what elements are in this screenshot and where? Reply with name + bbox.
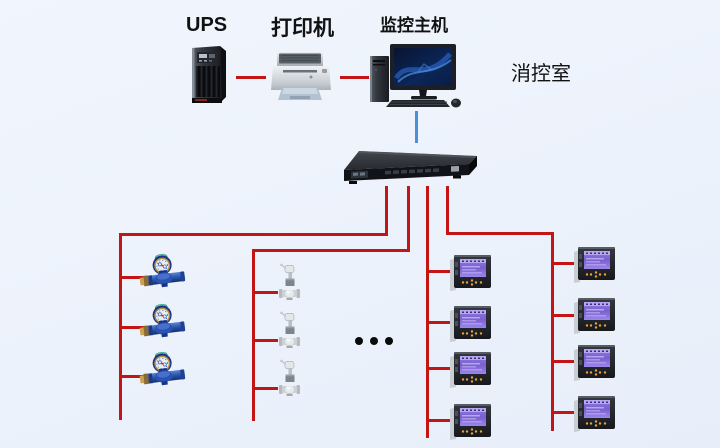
cable-branch1-stub2 xyxy=(119,326,147,329)
cable-branch3-bus xyxy=(426,186,429,438)
printer-device xyxy=(267,51,335,103)
panel-meter-a2 xyxy=(449,305,493,343)
valve-icon xyxy=(277,359,303,399)
cable-branch4-horizontal xyxy=(446,232,554,235)
panel-meter-b1 xyxy=(573,246,617,284)
panel-meter-icon xyxy=(449,305,493,343)
cable-branch2-stub3 xyxy=(252,387,278,390)
control-room-label: 消控室 xyxy=(511,63,571,85)
valve-icon xyxy=(277,311,303,351)
panel-meter-icon xyxy=(573,344,617,382)
cable-branch1-drop xyxy=(385,186,388,236)
ups-label: UPS xyxy=(186,14,228,36)
cable-branch3-stub3 xyxy=(426,367,452,370)
panel-meter-icon xyxy=(573,297,617,335)
ellipsis-dot xyxy=(370,337,378,345)
panel-meter-icon xyxy=(573,246,617,284)
cable-host-switch xyxy=(415,111,418,143)
computer-icon xyxy=(368,44,462,108)
cable-branch1-stub3 xyxy=(119,375,147,378)
cable-branch4-stub3 xyxy=(551,360,576,363)
cable-ups-printer xyxy=(236,76,266,79)
water-meter-2 xyxy=(137,300,189,344)
cable-branch3-stub4 xyxy=(426,419,452,422)
ellipsis-dot xyxy=(385,337,393,345)
valve-1 xyxy=(277,263,303,303)
cable-branch4-stub4 xyxy=(551,411,576,414)
cable-branch3-stub1 xyxy=(426,270,452,273)
printer-label: 打印机 xyxy=(271,17,334,40)
cable-branch2-stub1 xyxy=(252,291,278,294)
cable-branch1-horizontal xyxy=(119,233,388,236)
panel-meter-a1 xyxy=(449,254,493,292)
valve-3 xyxy=(277,359,303,399)
cable-branch3-stub2 xyxy=(426,321,452,324)
water-meter-1 xyxy=(137,250,189,294)
cable-printer-host xyxy=(340,76,369,79)
cable-branch4-stub1 xyxy=(551,262,576,265)
panel-meter-icon xyxy=(449,351,493,389)
monitoring-host-label: 监控主机 xyxy=(380,16,448,35)
cable-branch1-stub1 xyxy=(119,276,147,279)
valve-2 xyxy=(277,311,303,351)
panel-meter-b4 xyxy=(573,395,617,433)
panel-meter-a3 xyxy=(449,351,493,389)
water-meter-icon xyxy=(137,348,189,392)
monitoring-host-device xyxy=(368,44,462,108)
cable-branch4-bus xyxy=(551,232,554,431)
data-collector-switch xyxy=(341,149,481,189)
water-meter-icon xyxy=(137,250,189,294)
switch-icon xyxy=(341,149,481,189)
cable-branch2-horizontal xyxy=(252,249,410,252)
cable-branch4-stub2 xyxy=(551,314,576,317)
panel-meter-b3 xyxy=(573,344,617,382)
ups-icon xyxy=(184,45,232,105)
ellipsis-dot xyxy=(355,337,363,345)
panel-meter-a4 xyxy=(449,403,493,441)
panel-meter-icon xyxy=(573,395,617,433)
cable-branch2-stub2 xyxy=(252,339,278,342)
panel-meter-icon xyxy=(449,403,493,441)
panel-meter-b2 xyxy=(573,297,617,335)
ups-device xyxy=(184,45,232,105)
panel-meter-icon xyxy=(449,254,493,292)
cable-branch2-bus xyxy=(252,249,255,421)
cable-branch4-drop xyxy=(446,186,449,235)
valve-icon xyxy=(277,263,303,303)
printer-icon xyxy=(267,51,335,103)
cable-branch2-drop xyxy=(407,186,410,252)
water-meter-3 xyxy=(137,348,189,392)
water-meter-icon xyxy=(137,300,189,344)
